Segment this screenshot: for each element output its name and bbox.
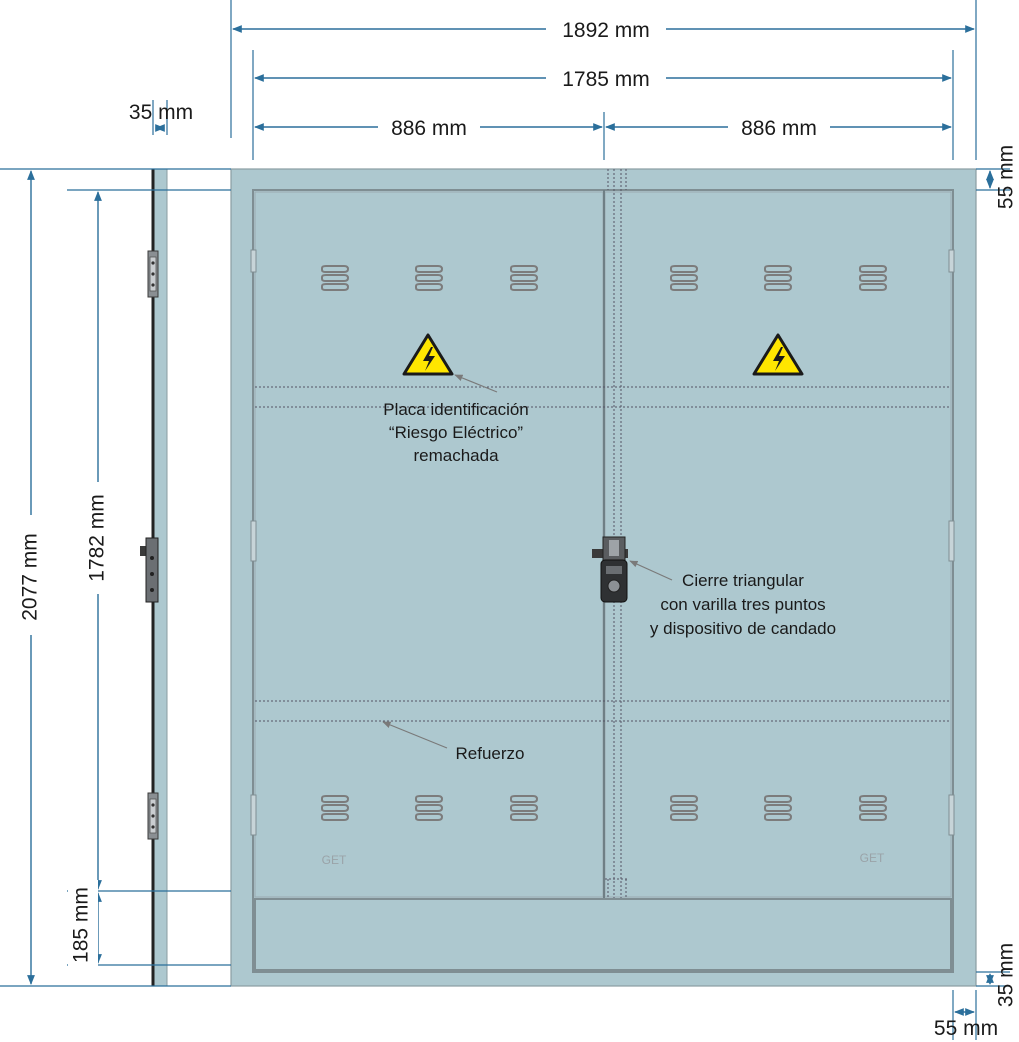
dim-left-leaf: 886 mm [391,117,467,140]
reinforcement-lower [255,700,951,722]
front-hinge-tabs [250,249,955,836]
reinforcement-leader [382,721,448,749]
dim-overall-width: 1892 mm [562,19,650,42]
annotation-lock-2: con varilla tres puntos [660,595,825,614]
annotation-plate-1: Placa identificación [383,400,529,419]
hinge-icon [147,250,159,298]
plate-leader [454,374,498,393]
dim-top-frame: 55 mm [995,145,1018,209]
annotation-reinforcement: Refuerzo [456,744,525,763]
reinforcement-upper [255,386,951,408]
dim-profile-depth: 35 mm [129,101,193,124]
dim-bottom-frame: 35 mm [995,943,1018,1007]
dim-inner-width: 1785 mm [562,68,650,91]
dim-door-height: 1782 mm [86,494,109,582]
annotation-plate-2: “Riesgo Eléctrico” [389,423,523,442]
center-astragal [605,169,627,898]
mark-right: GET [860,851,885,865]
dim-overall-height: 2077 mm [19,533,42,621]
bottom-panel [254,898,952,971]
dim-side-frame: 55 mm [934,1017,998,1040]
dim-bottom-panel: 185 mm [70,887,93,963]
annotation-lock-3: y dispositivo de candado [650,619,836,638]
annotation-plate-3: remachada [413,446,499,465]
dim-right-leaf: 886 mm [741,117,817,140]
mark-left: GET [322,853,347,867]
lock-leader [629,560,673,581]
triangular-lock-icon [592,536,628,603]
hinge-icon [147,792,159,840]
side-lock-icon [140,537,159,603]
annotation-lock-1: Cierre triangular [682,571,804,590]
